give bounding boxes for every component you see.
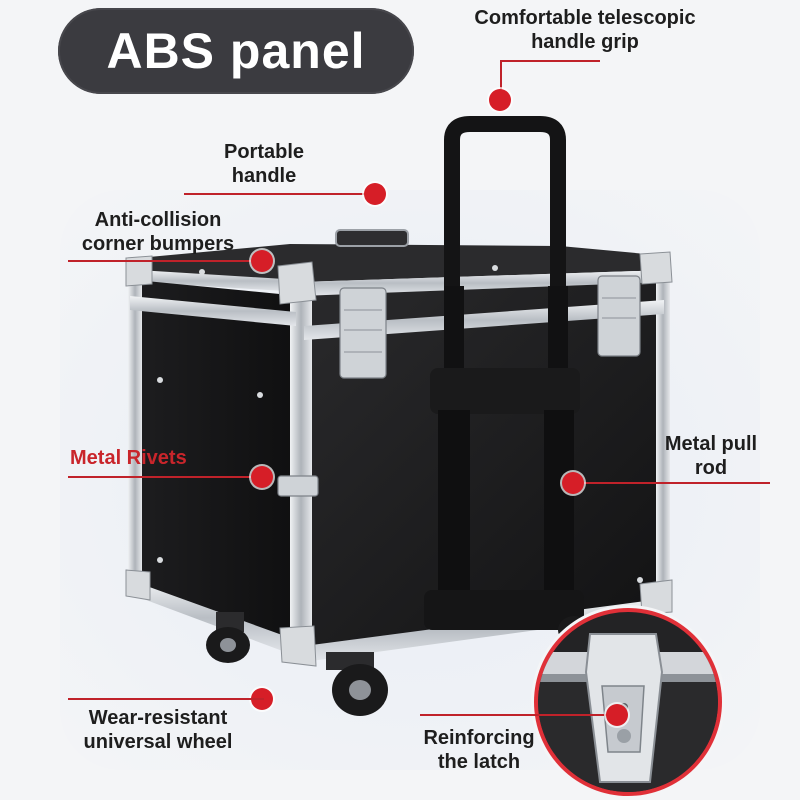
callout-vline-telescopic bbox=[500, 60, 502, 96]
portable-handle-shape bbox=[335, 229, 409, 247]
callout-line-bumpers bbox=[68, 260, 264, 262]
callout-dot-latch bbox=[606, 704, 628, 726]
label-portable-handle: Portable handle bbox=[223, 141, 305, 187]
telescopic-handle-shape bbox=[424, 116, 584, 630]
callout-line-wheel bbox=[68, 698, 264, 700]
wheels-shape bbox=[206, 612, 590, 716]
label-metal-pull-rod: Metal pull rod bbox=[664, 433, 758, 479]
label-corner-bumpers: Anti-collision corner bumpers bbox=[81, 209, 235, 255]
latch-zoom-illustration bbox=[538, 633, 718, 792]
latch-zoom-circle bbox=[538, 612, 718, 792]
callout-dot-pull-rod bbox=[562, 472, 584, 494]
callout-dot-bumpers bbox=[251, 250, 273, 272]
callout-line-rivets bbox=[68, 476, 264, 478]
title-text: ABS panel bbox=[106, 23, 366, 79]
callout-dot-telescopic bbox=[489, 89, 511, 111]
label-telescopic-handle: Comfortable telescopic handle grip bbox=[474, 7, 696, 53]
case-side-panel bbox=[136, 280, 300, 648]
case-lid-rim bbox=[138, 270, 300, 292]
callout-dot-rivets bbox=[251, 466, 273, 488]
callout-line-pull-rod bbox=[574, 482, 770, 484]
callout-line-telescopic bbox=[500, 60, 600, 62]
callout-line-portable bbox=[184, 193, 374, 195]
callout-line-latch bbox=[420, 714, 618, 716]
label-metal-rivets: Metal Rivets bbox=[70, 447, 187, 469]
callout-dot-portable bbox=[364, 183, 386, 205]
label-universal-wheel: Wear-resistant universal wheel bbox=[83, 707, 233, 753]
label-reinforcing-latch: Reinforcing the latch bbox=[423, 727, 535, 773]
title-badge: ABS panel bbox=[58, 8, 414, 94]
